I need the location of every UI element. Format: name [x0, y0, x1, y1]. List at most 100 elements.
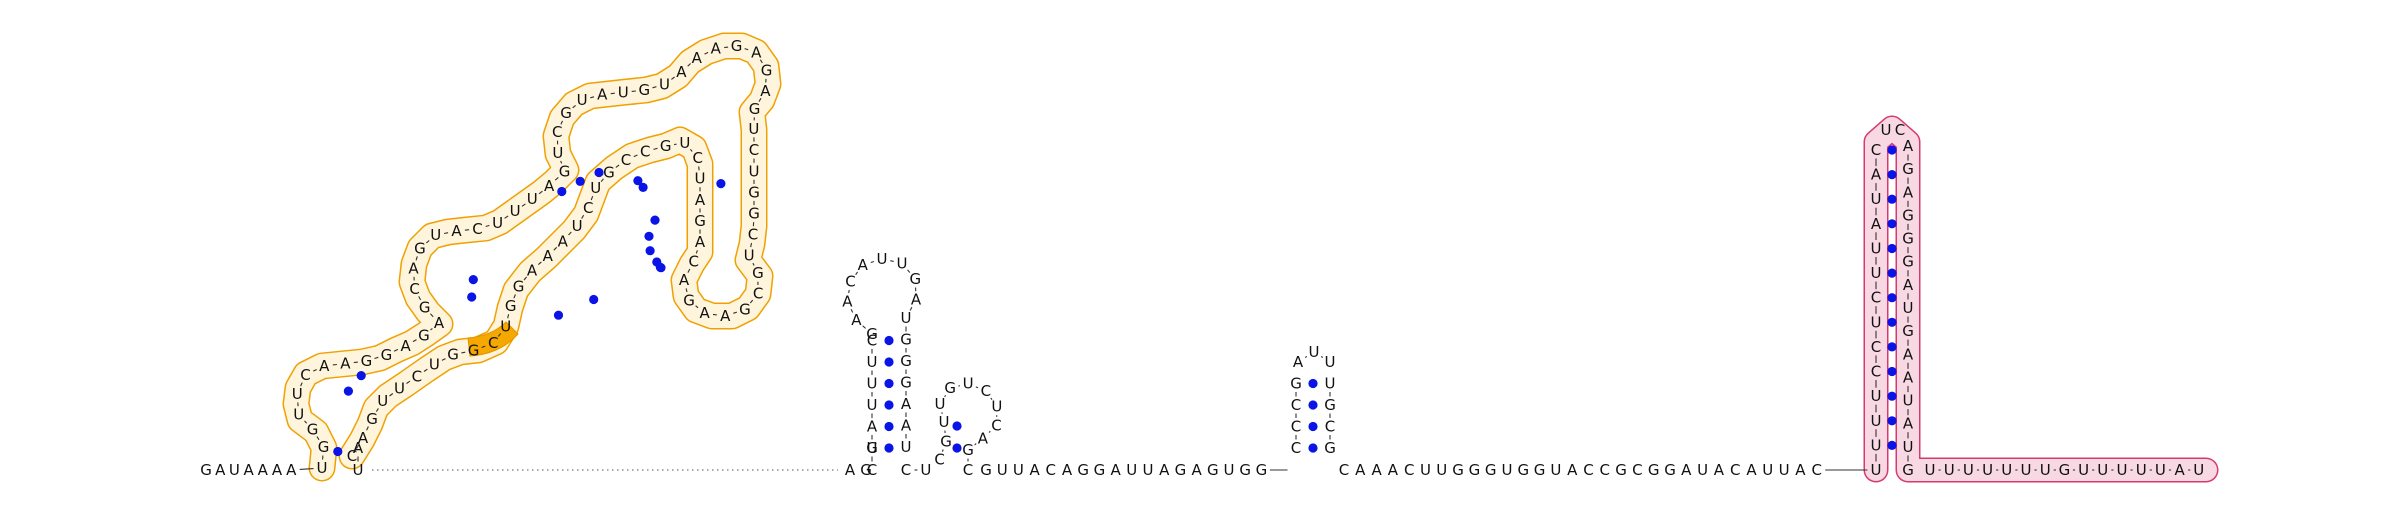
backbone-bond	[733, 311, 737, 314]
terminal-stem-nt: C	[1871, 338, 1881, 356]
backbone-bond	[615, 164, 620, 168]
linker-nt: G	[980, 461, 992, 479]
backbone-bond	[590, 96, 595, 99]
backbone-bond	[497, 333, 502, 337]
domain-nt: G	[739, 301, 751, 319]
domain-nt: A	[434, 314, 445, 332]
highlight-band	[284, 34, 780, 480]
domain-nt: U	[572, 217, 583, 235]
backbone-bond	[941, 449, 944, 452]
domain-nt: U	[430, 226, 441, 244]
three-prime-tail-nt: U	[1925, 461, 1936, 479]
linker-nt: U	[1779, 461, 1790, 479]
backbone-bond	[581, 214, 585, 219]
backbone-bond	[366, 426, 369, 431]
backbone-bond	[704, 51, 709, 55]
hairpin-loop-nt: A	[911, 291, 922, 309]
hairpin-stem-nt: U	[1325, 375, 1336, 393]
terminal-stem-nt: C	[1871, 363, 1881, 381]
base-pair-dot	[575, 176, 585, 186]
linker-nt: U	[1697, 461, 1708, 479]
domain-nt: G	[638, 81, 650, 99]
hairpin3-nt: C	[991, 416, 1001, 434]
domain-nt: A	[544, 177, 555, 195]
base-pair-dot	[645, 246, 655, 256]
terminal-stem-nt: G	[1902, 253, 1914, 271]
domain-nt: G	[513, 278, 525, 296]
three-prime-tail-nt: U	[2155, 461, 2166, 479]
terminal-stem-nt: G	[1902, 206, 1914, 224]
domain-nt: U	[293, 406, 304, 424]
highlight-accent	[467, 321, 519, 357]
domain-nt: G	[307, 420, 319, 438]
base-pair-dot	[1887, 145, 1897, 155]
domain-nt: C	[488, 334, 498, 352]
domain-nt: A	[751, 43, 762, 61]
linker-nt: G	[860, 461, 872, 479]
linker-nt: C	[1583, 461, 1593, 479]
base-pair-dot	[1887, 416, 1897, 426]
linker-nt: C	[1600, 461, 1610, 479]
backbone-bond	[393, 348, 399, 352]
base-pair-dot	[1887, 391, 1897, 401]
domain-nt: C	[472, 220, 482, 238]
base-pair-dot	[644, 231, 654, 241]
terminal-stem-nt: U	[1871, 387, 1882, 405]
base-pair-dot	[952, 443, 962, 453]
linker-nt: A	[1159, 461, 1170, 479]
base-pair-dot	[633, 176, 643, 186]
terminal-stem-nt: A	[1903, 183, 1914, 201]
domain-nt: C	[688, 252, 698, 270]
backbone-bond	[687, 63, 691, 67]
hairpin-stem-nt: U	[867, 375, 878, 393]
hairpin-stem-nt: A	[901, 395, 912, 413]
three-prime-tail-nt: G	[2059, 461, 2071, 479]
hairpin-stem-nt: U	[901, 438, 912, 456]
linker-nt: G	[1077, 461, 1089, 479]
domain-nt: C	[412, 367, 422, 385]
backbone-bond	[560, 120, 564, 125]
domain-nt: U	[500, 318, 511, 336]
domain-nt: A	[695, 233, 706, 251]
backbone-bond	[504, 215, 509, 219]
hairpin3-nt: U	[920, 461, 931, 479]
base-pair-dot	[1308, 443, 1318, 453]
backbone-bond	[513, 294, 516, 299]
domain-nt: A	[720, 307, 731, 325]
terminal-stem-nt: G	[1902, 322, 1914, 340]
domain-nt: G	[683, 291, 695, 309]
backbone-bond	[443, 232, 449, 235]
domain-nt: A	[558, 232, 569, 250]
backbone-bond	[481, 345, 486, 349]
backbone-bond	[316, 436, 320, 441]
backbone-bond	[752, 262, 755, 266]
domain-nt: G	[660, 137, 672, 155]
highlight-band	[1865, 117, 2217, 481]
base-pair-dot	[884, 378, 894, 389]
domain-nt: U	[394, 379, 405, 397]
hairpin-stem-nt: C	[1325, 418, 1335, 436]
domain-nt: U	[377, 392, 388, 410]
domain-nt: U	[679, 134, 690, 152]
terminal-stem-nt: U	[1871, 313, 1882, 331]
domain-nt: A	[408, 259, 419, 277]
three-prime-tail-nt: A	[2174, 461, 2185, 479]
backbone-bond	[389, 393, 394, 397]
hairpin3-nt: C	[963, 461, 973, 479]
linker-nt: G	[1207, 461, 1219, 479]
base-pair-dot	[1887, 293, 1897, 303]
backbone-bond	[374, 356, 379, 360]
linker-nt: A	[1062, 461, 1073, 479]
backbone-bond	[890, 260, 894, 262]
terminal-stem-nt: A	[1903, 276, 1914, 294]
domain-nt: C	[753, 285, 763, 303]
backbone-bond	[521, 203, 526, 207]
base-pair-dot	[1887, 440, 1897, 450]
linker-nt: G	[1534, 461, 1546, 479]
linker-nt: G	[1094, 461, 1106, 479]
domain-nt: U	[492, 214, 503, 232]
backbone-bond	[652, 86, 657, 89]
linker-nt: G	[1239, 461, 1251, 479]
base-pair-dot	[655, 262, 666, 272]
terminal-stem-nt: A	[1903, 345, 1914, 363]
